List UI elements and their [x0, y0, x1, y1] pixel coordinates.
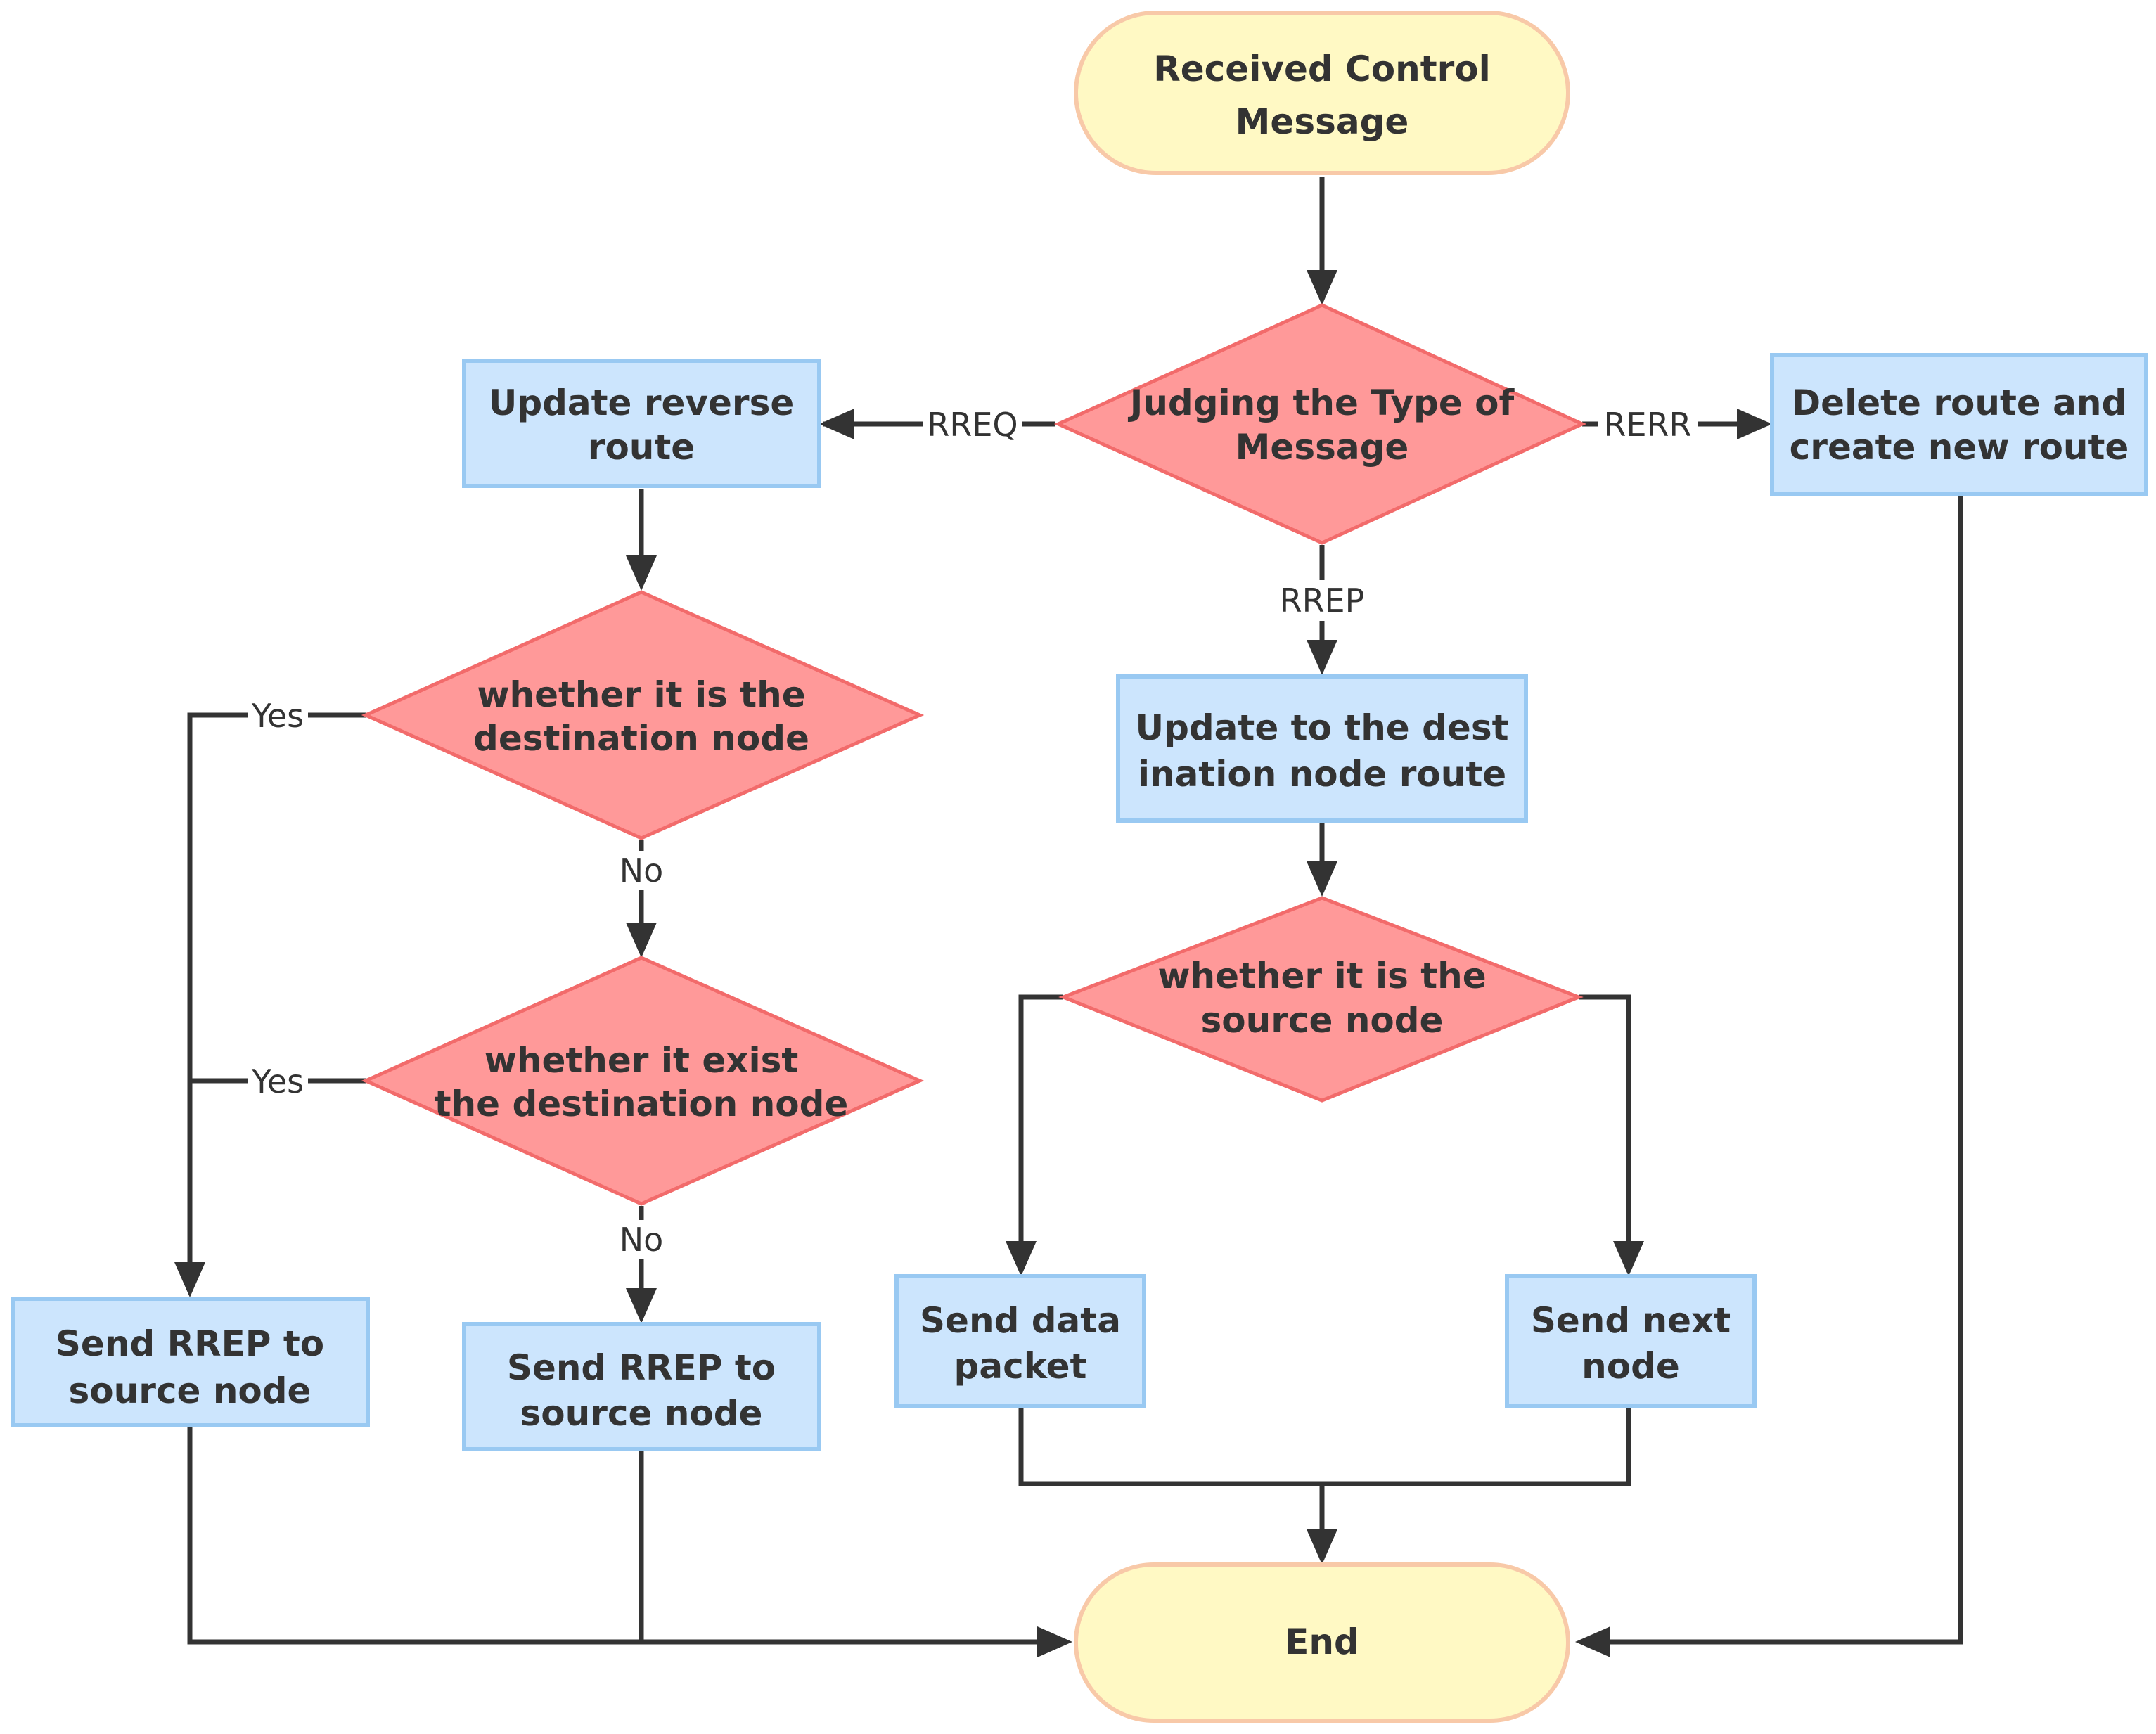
node-send-data: Send data packet — [894, 1274, 1146, 1408]
node-source-check: whether it is the source node — [1058, 896, 1584, 1103]
node-exist-check: whether it exist the destination node — [361, 956, 925, 1206]
edge-label-rrep: RREP — [1280, 582, 1365, 619]
arrowhead-update-reverse — [819, 409, 854, 439]
node-end: End — [1074, 1562, 1570, 1723]
node-dest-check: whether it is the destination node — [361, 590, 925, 840]
node-update-dest-line-1: Update to the dest — [1136, 707, 1509, 748]
node-send-next-line-2: node — [1581, 1346, 1680, 1387]
node-send-rrep-left-line-2: source node — [69, 1370, 312, 1411]
node-delete-route: Delete route and create new route — [1770, 353, 2148, 496]
edge-label-yes-exist: Yes — [251, 1062, 304, 1100]
node-update-dest-line-2: ination node route — [1138, 754, 1506, 795]
edge-delete-route-to-end — [1596, 494, 1963, 1645]
edge-labels: RREQ RERR RREP Yes No Yes No — [248, 404, 1698, 1259]
edge-label-no-dest: No — [620, 852, 664, 890]
node-judge-type: Judging the Type of Message — [1053, 303, 1587, 545]
node-send-data-line-2: packet — [954, 1346, 1087, 1387]
arrowhead-end-left — [1037, 1626, 1072, 1657]
node-end-label: End — [1285, 1621, 1359, 1662]
node-exist-check-line-2: the destination node — [435, 1084, 849, 1124]
node-start: Received Control Message — [1074, 11, 1570, 175]
edge-send-data-to-merge — [1018, 1405, 1631, 1486]
edges — [187, 177, 1963, 1645]
node-send-rrep-mid-line-1: Send RREP to — [507, 1347, 776, 1388]
arrowheads — [174, 270, 1772, 1657]
arrowhead-end-right — [1575, 1626, 1610, 1657]
node-start-line-1: Received Control — [1153, 49, 1491, 89]
node-judge-type-line-1: Judging the Type of — [1128, 383, 1515, 423]
arrowhead-source-check — [1307, 861, 1337, 897]
node-dest-check-line-2: destination node — [473, 718, 809, 759]
arrowhead-exist-check — [626, 923, 657, 958]
edge-label-no-exist: No — [620, 1221, 664, 1259]
node-source-check-line-2: source node — [1201, 1000, 1444, 1041]
node-delete-route-line-1: Delete route and — [1792, 383, 2127, 423]
node-send-rrep-left: Send RREP to source node — [11, 1297, 370, 1427]
arrowhead-end-top — [1307, 1529, 1337, 1565]
node-source-check-line-1: whether it is the — [1157, 956, 1486, 996]
node-send-rrep-mid-line-2: source node — [520, 1393, 763, 1434]
arrowhead-send-rrep-left — [174, 1262, 205, 1297]
arrowhead-judge — [1307, 270, 1337, 305]
edge-send-rrep-left-to-end — [187, 1427, 1055, 1645]
node-send-next-line-1: Send next — [1531, 1300, 1731, 1341]
edge-dest-check-yes — [187, 712, 366, 1280]
node-start-line-2: Message — [1236, 101, 1409, 142]
node-exist-check-line-1: whether it exist — [485, 1040, 799, 1081]
edge-source-check-to-send-data — [1018, 994, 1063, 1266]
arrowhead-update-dest — [1307, 640, 1337, 675]
node-send-data-line-1: Send data — [920, 1300, 1121, 1341]
node-update-dest: Update to the dest ination node route — [1116, 674, 1528, 823]
node-update-reverse: Update reverse route — [462, 359, 821, 488]
arrowhead-send-rrep-mid — [626, 1288, 657, 1323]
arrowhead-delete-route — [1737, 409, 1772, 439]
node-judge-type-line-2: Message — [1236, 427, 1409, 468]
edge-label-rreq: RREQ — [927, 406, 1018, 444]
edge-label-yes-dest: Yes — [251, 697, 304, 735]
arrowhead-dest-check — [626, 555, 657, 591]
node-send-next: Send next node — [1505, 1274, 1757, 1408]
edge-source-check-to-send-next — [1579, 994, 1631, 1266]
arrowhead-send-data — [1006, 1241, 1037, 1276]
node-update-reverse-line-2: route — [588, 427, 695, 468]
node-send-rrep-mid: Send RREP to source node — [462, 1322, 821, 1451]
node-delete-route-line-2: create new route — [1790, 427, 2129, 468]
node-send-rrep-left-line-1: Send RREP to — [56, 1323, 324, 1364]
arrowhead-send-next — [1613, 1241, 1644, 1276]
node-update-reverse-line-1: Update reverse — [489, 383, 795, 423]
node-dest-check-line-1: whether it is the — [477, 674, 805, 715]
edge-label-rerr: RERR — [1604, 406, 1692, 444]
